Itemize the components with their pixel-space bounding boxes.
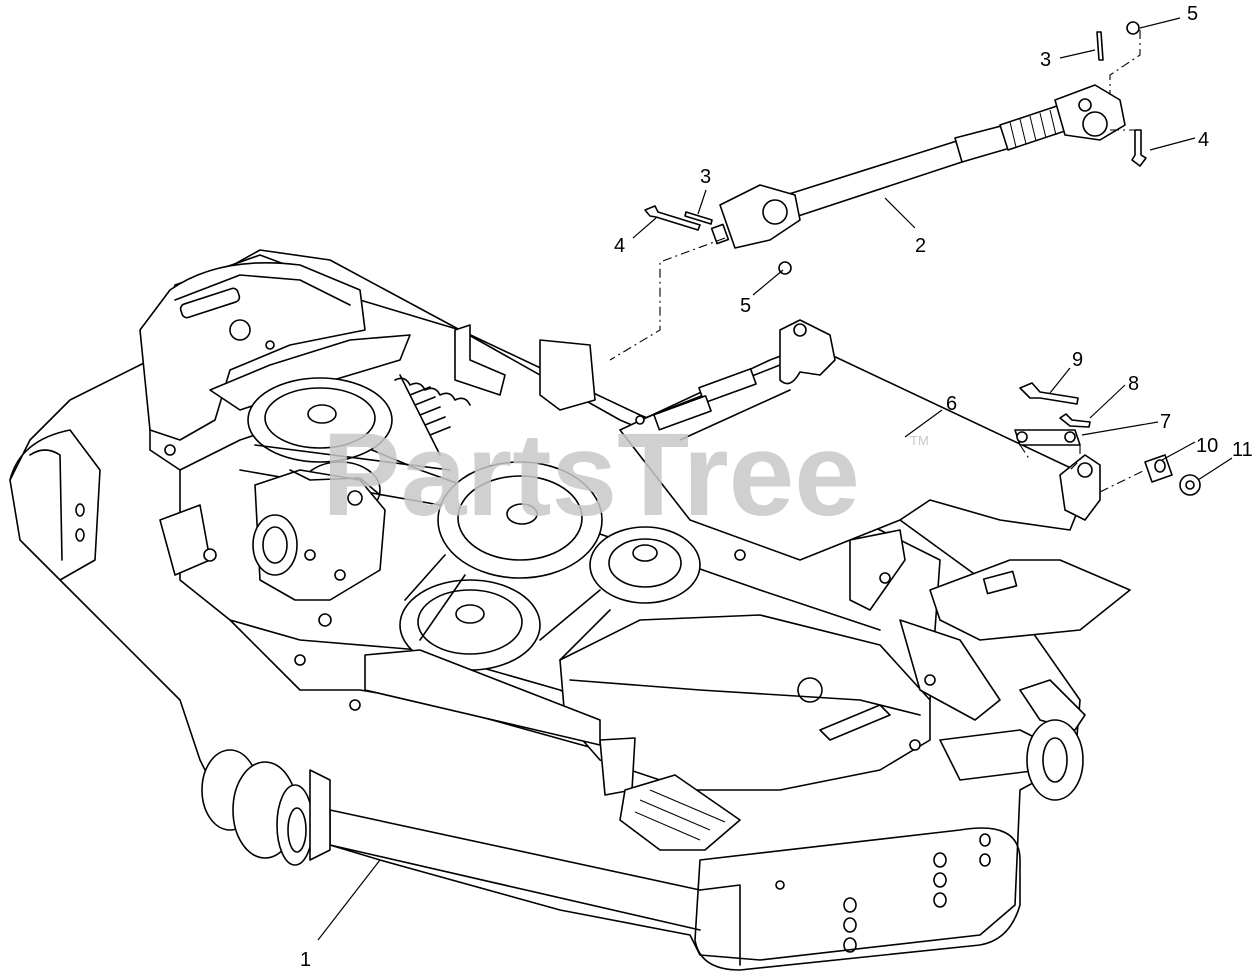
callout-labels: 1 2 3 3 4 4 5 5 6 7 8 9 10 11 [300, 3, 1253, 971]
drive-shaft [710, 84, 1126, 249]
anti-scalp-wheel-right [1026, 719, 1084, 801]
shaft-hardware [644, 21, 1147, 275]
right-belt-cover [559, 614, 931, 791]
callout-8: 8 [1128, 373, 1139, 395]
watermark-tm: TM [910, 433, 929, 448]
callout-10: 10 [1196, 435, 1218, 457]
idler-spring [394, 374, 471, 456]
callout-11: 11 [1232, 439, 1253, 461]
deck-pulleys [239, 377, 701, 671]
callout-leaders [317, 17, 1233, 941]
callout-5-rear: 5 [1187, 3, 1198, 25]
callout-1: 1 [300, 949, 311, 971]
deck-side-holes [75, 503, 991, 953]
height-adjustment-plate [619, 344, 1081, 561]
deck-fastener-nuts [164, 415, 936, 890]
foot-rest-pad [619, 774, 741, 851]
callout-7: 7 [1160, 411, 1171, 433]
right-flap [929, 559, 1131, 731]
callout-5-front: 5 [740, 295, 751, 317]
callout-6: 6 [946, 393, 957, 415]
callout-4-front: 4 [614, 235, 625, 257]
pivot-link-hardware [1014, 382, 1201, 496]
callout-9: 9 [1072, 349, 1083, 371]
assembly-dashed-lines [609, 30, 1146, 493]
gearbox [252, 469, 386, 601]
watermark-text: PartsTree [322, 409, 860, 541]
deck-pivot-arm [779, 319, 1101, 521]
callout-4-rear: 4 [1198, 129, 1209, 151]
anti-scalp-wheel-left [201, 749, 331, 866]
partstree-watermark: PartsTree TM [322, 409, 929, 541]
callout-3-front: 3 [700, 166, 711, 188]
callout-3-rear: 3 [1040, 49, 1051, 71]
callout-2: 2 [915, 235, 926, 257]
left-belt-cover [139, 262, 411, 441]
